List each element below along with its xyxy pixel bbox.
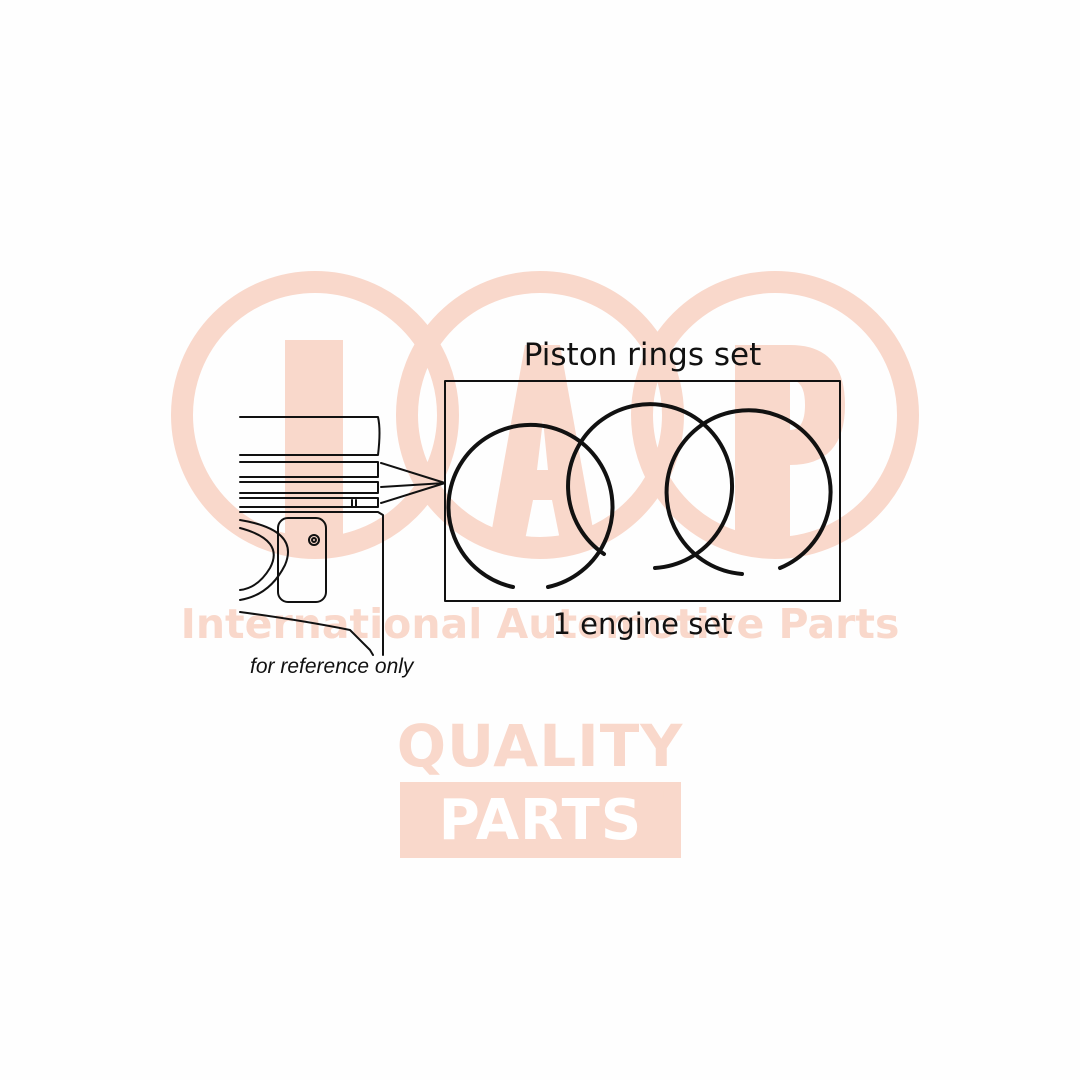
engine-set-label: 1 engine set [552, 607, 733, 641]
piston-ring-1 [446, 422, 615, 589]
diagram-title: Piston rings set [523, 337, 762, 373]
piston-illustration [239, 416, 384, 656]
watermark-quality-text: QUALITY [396, 712, 684, 780]
piston-rings-box [444, 380, 841, 602]
watermark-circle-left [171, 271, 459, 559]
piston-ring-3 [664, 408, 833, 576]
watermark-parts-badge: PARTS [400, 782, 681, 858]
watermark-letter-p [735, 345, 845, 540]
watermark-registered-mark: R [663, 790, 670, 801]
piston-ring-2 [566, 402, 735, 570]
watermark-circle-middle [396, 271, 684, 559]
watermark-parts-text: PARTS [438, 787, 643, 853]
reference-note: for reference only [250, 655, 414, 678]
watermark-tagline: International Automotive Parts [180, 600, 900, 648]
piston-pin-hole [308, 534, 320, 546]
pointer-lines [380, 462, 446, 504]
watermark-circle-right [631, 271, 919, 559]
